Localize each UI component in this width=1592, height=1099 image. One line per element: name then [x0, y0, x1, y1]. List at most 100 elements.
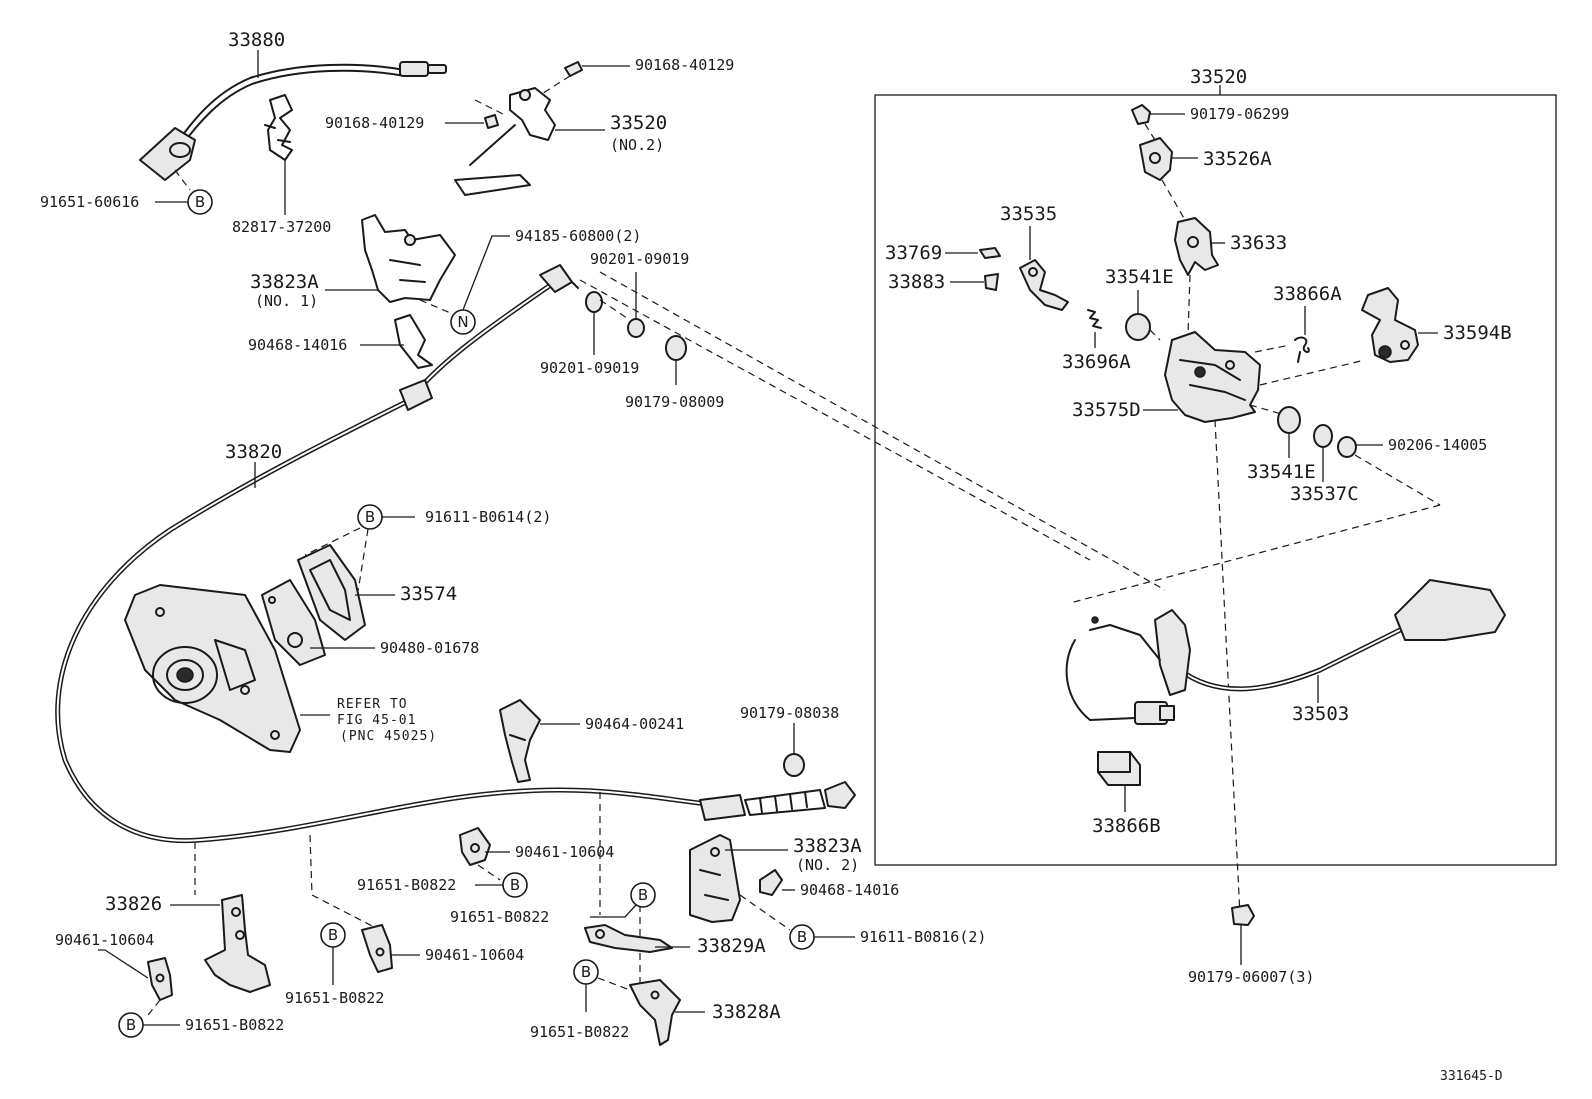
- part-33541E-bottom: [1277, 406, 1301, 434]
- marker-b-2: B: [357, 504, 383, 530]
- part-33883: [984, 273, 999, 291]
- part-33696A-spring: [1087, 309, 1102, 329]
- part-33829A-clamp: [584, 924, 673, 953]
- part-90179-08038: [783, 753, 805, 777]
- label-33575D: 33575D: [1072, 399, 1141, 421]
- svg-text:N: N: [457, 313, 468, 331]
- svg-text:B: B: [126, 1016, 136, 1034]
- svg-text:B: B: [797, 928, 807, 946]
- label-90206-14005: 90206-14005: [1388, 436, 1487, 454]
- label-82817-37200: 82817-37200: [232, 218, 331, 236]
- svg-text:B: B: [581, 963, 591, 981]
- marker-b-6: B: [118, 1012, 144, 1038]
- label-90168-40129-top: 90168-40129: [635, 56, 734, 74]
- part-90206-14005: [1337, 436, 1357, 458]
- label-33633: 33633: [1230, 232, 1287, 254]
- label-33823A-no2-sub: (NO. 2): [796, 856, 859, 874]
- part-33880-wire: [139, 61, 447, 181]
- marker-n: N: [450, 309, 476, 335]
- assembly-box-33520: [874, 94, 1557, 866]
- label-pnc-45025: (PNC 45025): [340, 729, 437, 744]
- part-33535: [1019, 259, 1069, 311]
- part-33575D-housing: [1164, 331, 1261, 423]
- part-33820-cable: [55, 264, 856, 844]
- part-90461-10604-b: [361, 924, 393, 973]
- label-90464-00241: 90464-00241: [585, 715, 684, 733]
- marker-b-1: B: [187, 189, 213, 215]
- label-90461-10604-left: 90461-10604: [55, 931, 154, 949]
- part-33633: [1174, 217, 1219, 276]
- part-90201-09019-b: [627, 318, 645, 338]
- svg-text:B: B: [328, 926, 338, 944]
- part-33503-shift-lever: [1065, 579, 1506, 725]
- part-floor-plate-45025: [124, 584, 301, 753]
- label-90179-06007: 90179-06007(3): [1188, 968, 1314, 986]
- label-33520-main: 33520: [1190, 66, 1247, 88]
- label-33820: 33820: [225, 441, 282, 463]
- label-33541E-top: 33541E: [1105, 266, 1174, 288]
- part-33866A-spring: [1294, 336, 1310, 363]
- part-33826-bracket: [204, 894, 271, 993]
- label-91651-B0822-left: 91651-B0822: [185, 1016, 284, 1034]
- label-90468-14016-top: 90468-14016: [248, 336, 347, 354]
- label-33520-no2: 33520: [610, 112, 667, 134]
- svg-text:B: B: [365, 508, 375, 526]
- part-90464-00241-clamp: [499, 699, 541, 783]
- part-90179-06299: [1131, 104, 1151, 125]
- label-33823A-no1: 33823A: [250, 271, 319, 293]
- label-33829A: 33829A: [697, 935, 766, 957]
- label-90468-14016-bottom: 90468-14016: [800, 881, 899, 899]
- label-33520-no2-sub: (NO.2): [610, 136, 664, 154]
- part-33823A-no1-bracket: [361, 214, 456, 303]
- part-33526A: [1139, 137, 1173, 181]
- label-90168-40129-left: 90168-40129: [325, 114, 424, 132]
- label-33826: 33826: [105, 893, 162, 915]
- part-33866B-connector: [1097, 751, 1141, 786]
- label-91651-B0822-bottom: 91651-B0822: [530, 1023, 629, 1041]
- label-90201-09019-a: 90201-09019: [540, 359, 639, 377]
- label-33696A: 33696A: [1062, 351, 1131, 373]
- label-90179-08009: 90179-08009: [625, 393, 724, 411]
- marker-b-8: B: [573, 959, 599, 985]
- part-90201-09019-a: [585, 291, 603, 313]
- label-91651-B0822-b: 91651-B0822: [285, 989, 384, 1007]
- marker-b-7: B: [320, 922, 346, 948]
- label-91651-B0822-829: 91651-B0822: [450, 908, 549, 926]
- label-90461-10604-mid: 90461-10604: [515, 843, 614, 861]
- part-33537C: [1313, 424, 1333, 448]
- part-33828A-bracket: [629, 979, 681, 1046]
- label-33537C: 33537C: [1290, 483, 1359, 505]
- part-33541E-top: [1125, 313, 1151, 341]
- figure-code: 331645-D: [1440, 1069, 1503, 1084]
- label-90179-06299: 90179-06299: [1190, 105, 1289, 123]
- svg-text:B: B: [510, 876, 520, 894]
- label-91651-60616: 91651-60616: [40, 193, 139, 211]
- part-90179-08009: [665, 335, 687, 361]
- label-94185-60800: 94185-60800(2): [515, 227, 641, 245]
- part-33823A-no2-bracket: [689, 834, 741, 923]
- label-33526A: 33526A: [1203, 148, 1272, 170]
- label-33828A: 33828A: [712, 1001, 781, 1023]
- label-90480-01678: 90480-01678: [380, 639, 479, 657]
- part-90461-10604-mid: [459, 827, 491, 866]
- label-33866A: 33866A: [1273, 283, 1342, 305]
- label-33823A-no2: 33823A: [793, 835, 862, 857]
- label-90179-08038: 90179-08038: [740, 704, 839, 722]
- label-33535: 33535: [1000, 203, 1057, 225]
- label-33594B: 33594B: [1443, 322, 1512, 344]
- part-33574-seal: [297, 544, 366, 641]
- part-90468-14016-bottom: [759, 869, 783, 896]
- label-33880: 33880: [228, 29, 285, 51]
- label-fig-45-01: FIG 45-01: [337, 713, 416, 728]
- label-90461-10604-b: 90461-10604: [425, 946, 524, 964]
- label-91651-B0822-mid: 91651-B0822: [357, 876, 456, 894]
- part-90461-10604-left: [147, 957, 173, 1001]
- marker-b-3: B: [502, 872, 528, 898]
- svg-text:B: B: [195, 193, 205, 211]
- part-90179-06007: [1231, 904, 1255, 926]
- label-33541E-bottom: 33541E: [1247, 461, 1316, 483]
- part-90480-01678-plate: [261, 579, 326, 666]
- label-33823A-no1-sub: (NO. 1): [255, 292, 318, 310]
- part-82817-37200-clip: [264, 94, 293, 161]
